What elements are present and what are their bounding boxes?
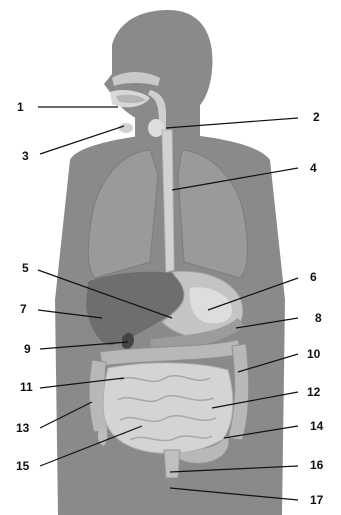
label-7: 7 <box>20 302 27 316</box>
label-17: 17 <box>310 493 324 507</box>
label-16: 16 <box>310 458 324 472</box>
label-10: 10 <box>307 347 321 361</box>
label-8: 8 <box>315 311 322 325</box>
label-12: 12 <box>307 385 321 399</box>
label-15: 15 <box>16 459 30 473</box>
label-14: 14 <box>310 419 324 433</box>
label-4: 4 <box>310 161 317 175</box>
epiglottis <box>148 119 164 137</box>
label-3: 3 <box>22 149 29 163</box>
salivary-gland <box>119 123 133 133</box>
label-2: 2 <box>313 110 320 124</box>
label-13: 13 <box>16 421 30 435</box>
rectum <box>164 450 180 478</box>
label-5: 5 <box>22 261 29 275</box>
label-11: 11 <box>20 380 33 394</box>
label-1: 1 <box>17 100 24 114</box>
label-9: 9 <box>24 342 31 356</box>
label-6: 6 <box>310 270 317 284</box>
